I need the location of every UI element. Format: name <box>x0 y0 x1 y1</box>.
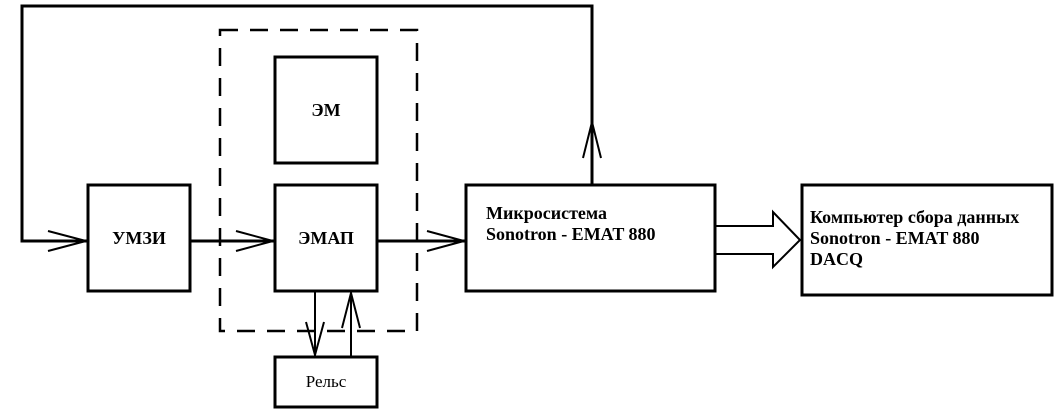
computer-line-1: Компьютер сбора данных <box>810 207 1020 227</box>
arrowhead-to-microsystem <box>426 230 468 252</box>
label-em: ЭМ <box>311 99 341 120</box>
computer-line-3: DACQ <box>810 249 863 269</box>
dashed-group-border <box>218 28 419 333</box>
microsystem-line-1: Микросистема <box>486 203 608 223</box>
label-computer: Компьютер сбора данных Sonotron - EMAT 8… <box>810 207 1019 270</box>
label-rail: Рельс <box>305 372 347 391</box>
arrowhead-feedback-up <box>582 121 602 159</box>
block-computer <box>800 183 1054 297</box>
computer-line-2: Sonotron - EMAT 880 <box>810 228 980 248</box>
arrowhead-to-umzi <box>47 230 90 252</box>
block-em <box>273 55 379 165</box>
arrowhead-to-emap-from-rail <box>341 292 361 329</box>
label-microsystem: Микросистема Sonotron - EMAT 880 <box>486 203 656 245</box>
label-emap: ЭМАП <box>298 227 354 248</box>
arrowhead-to-emap <box>235 230 277 252</box>
hollow-arrow-to-computer <box>714 209 802 270</box>
feedback-line <box>20 4 594 243</box>
block-emap <box>273 183 379 293</box>
block-umzi <box>86 183 192 293</box>
block-rail <box>273 355 379 409</box>
arrowhead-to-rail <box>305 321 325 359</box>
label-umzi: УМЗИ <box>112 227 166 248</box>
microsystem-line-2: Sonotron - EMAT 880 <box>486 224 656 244</box>
